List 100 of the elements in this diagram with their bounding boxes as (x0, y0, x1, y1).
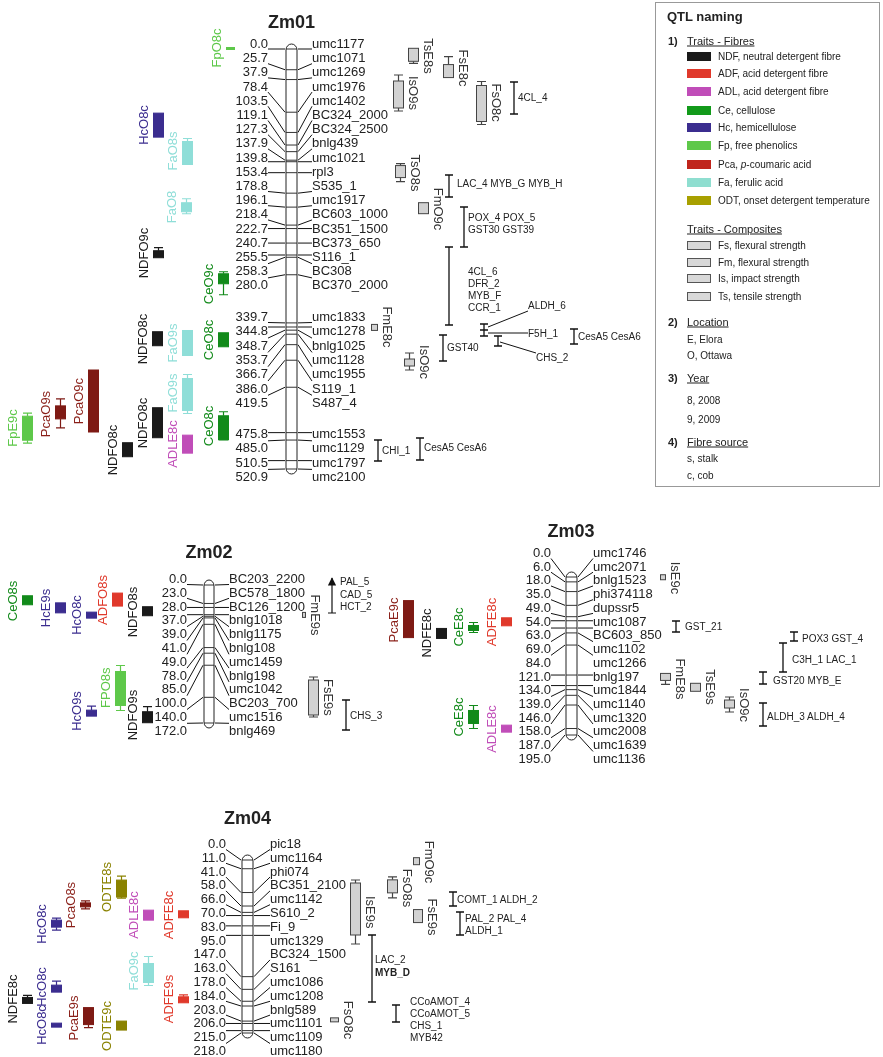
leader-line (253, 1000, 271, 1007)
section-number: 4) (668, 436, 678, 448)
leader-line (186, 617, 204, 641)
qtl-label: IsO9c (738, 687, 751, 722)
qtl-label: IsO9s (407, 76, 420, 110)
marker-position: 85.0 (161, 681, 187, 695)
marker-position: 70.0 (200, 905, 226, 919)
qtl-label: FmO9c (423, 840, 436, 883)
marker-position: 78.4 (242, 79, 268, 93)
leader-line (253, 862, 271, 870)
leader-line (253, 987, 271, 1002)
leader-line (577, 558, 594, 578)
chromosome-name: Zm04 (224, 809, 271, 827)
gene-label: CCoAMOT_5 (410, 1009, 470, 1019)
leader-line (253, 973, 271, 990)
leader-line (253, 904, 271, 913)
leader-line (297, 172, 313, 174)
leader-line (577, 571, 594, 583)
marker-position: 0.0 (532, 545, 551, 559)
qtl-label: NDFO8c (136, 313, 149, 365)
leader-line (214, 617, 230, 641)
leader-line (550, 558, 566, 578)
marker-position: 54.0 (525, 614, 551, 628)
gene-label: ALDH_3 ALDH_4 (767, 712, 845, 722)
leader-line (577, 689, 594, 697)
gene-label: ALDH_1 (465, 926, 503, 936)
leader-line (267, 460, 286, 462)
marker-name: Fi_9 (270, 919, 296, 933)
qtl-label: ADLE8c (485, 704, 498, 753)
marker-position: 18.0 (525, 572, 551, 586)
qtl-label: ADFO8s (96, 574, 109, 625)
legend-label: Fa, ferulic acid (718, 178, 784, 188)
marker-name: bnlg1175 (229, 626, 282, 640)
abbreviation-text: c, cob (687, 471, 714, 481)
marker-position: 218.4 (235, 206, 268, 220)
qtl-label: FaO9s (166, 374, 179, 413)
leader-line (267, 91, 286, 113)
qtl-label: HcO8c (35, 1005, 48, 1045)
marker-position: 134.0 (518, 682, 551, 696)
gene-label: POX_4 POX_5 (468, 213, 536, 223)
gene-label: CHI_1 (382, 446, 411, 456)
marker-name: umc1164 (270, 850, 323, 864)
leader-line (550, 644, 566, 656)
gene-label: CCR_1 (468, 303, 501, 313)
leader-line (267, 205, 286, 208)
leader-line (225, 925, 242, 927)
leader-line (297, 134, 313, 153)
marker-name: umc1516 (229, 709, 283, 723)
marker-name: umc1129 (312, 440, 365, 454)
qtl-label: FsE9s (322, 678, 335, 716)
leader-line (225, 862, 242, 870)
leader-line (225, 959, 242, 978)
legend-label: Fp, free phenolics (718, 141, 798, 151)
leader-line (550, 627, 566, 629)
qtl-label: TsO8s (409, 154, 422, 192)
marker-position: 353.7 (235, 352, 268, 366)
qtl-label: HcO9s (70, 691, 83, 731)
leader-line (297, 274, 313, 279)
marker-name: umc1021 (312, 150, 366, 164)
qtl-label: PcaO9s (39, 390, 52, 437)
leader-line (225, 1032, 242, 1044)
legend-label: Is, impact strength (718, 274, 800, 284)
marker-name: umc2071 (593, 559, 647, 573)
gene-label: CHS_3 (350, 711, 383, 721)
marker-position: 178.8 (235, 178, 268, 192)
marker-position: 83.0 (200, 919, 226, 933)
marker-position: 215.0 (193, 1029, 226, 1043)
marker-name: umc1639 (593, 737, 647, 751)
gene-label: HCT_2 (340, 602, 372, 612)
marker-position: 196.1 (235, 192, 268, 206)
leader-line (267, 254, 286, 256)
qtl-label: FaO8s (166, 131, 179, 171)
leader-line (297, 432, 313, 434)
marker-name: umc2100 (312, 469, 366, 483)
marker-position: 344.8 (235, 323, 268, 337)
marker-position: 66.0 (200, 891, 226, 905)
marker-name: BC351_1500 (312, 221, 388, 235)
marker-position: 158.0 (518, 724, 551, 737)
leader-line (186, 597, 204, 604)
marker-position: 37.0 (161, 612, 187, 626)
leader-line (297, 359, 313, 382)
qtl-label: NDFE8c (6, 974, 19, 1024)
qtl-label: HcO8c (35, 966, 48, 1007)
qtl-label: ODTE9c (100, 1000, 113, 1051)
leader-line (577, 599, 594, 606)
leader-line (577, 644, 594, 656)
marker-position: 348.7 (235, 338, 268, 352)
section-number: 2) (668, 316, 678, 328)
marker-name: umc1269 (312, 64, 366, 78)
marker-name: umc1976 (312, 79, 366, 93)
leader-line (267, 219, 286, 226)
legend-label: Fm, flexural strength (718, 258, 810, 268)
gene-label: GST_21 (685, 622, 723, 632)
marker-position: 147.0 (193, 946, 226, 960)
marker-position: 178.0 (193, 974, 226, 988)
abbreviation-text: s, stalk (687, 454, 719, 464)
chromosome-bar (565, 571, 578, 741)
leader-line (214, 696, 230, 710)
marker-position: 0.0 (168, 571, 187, 585)
leader-line (297, 254, 313, 256)
